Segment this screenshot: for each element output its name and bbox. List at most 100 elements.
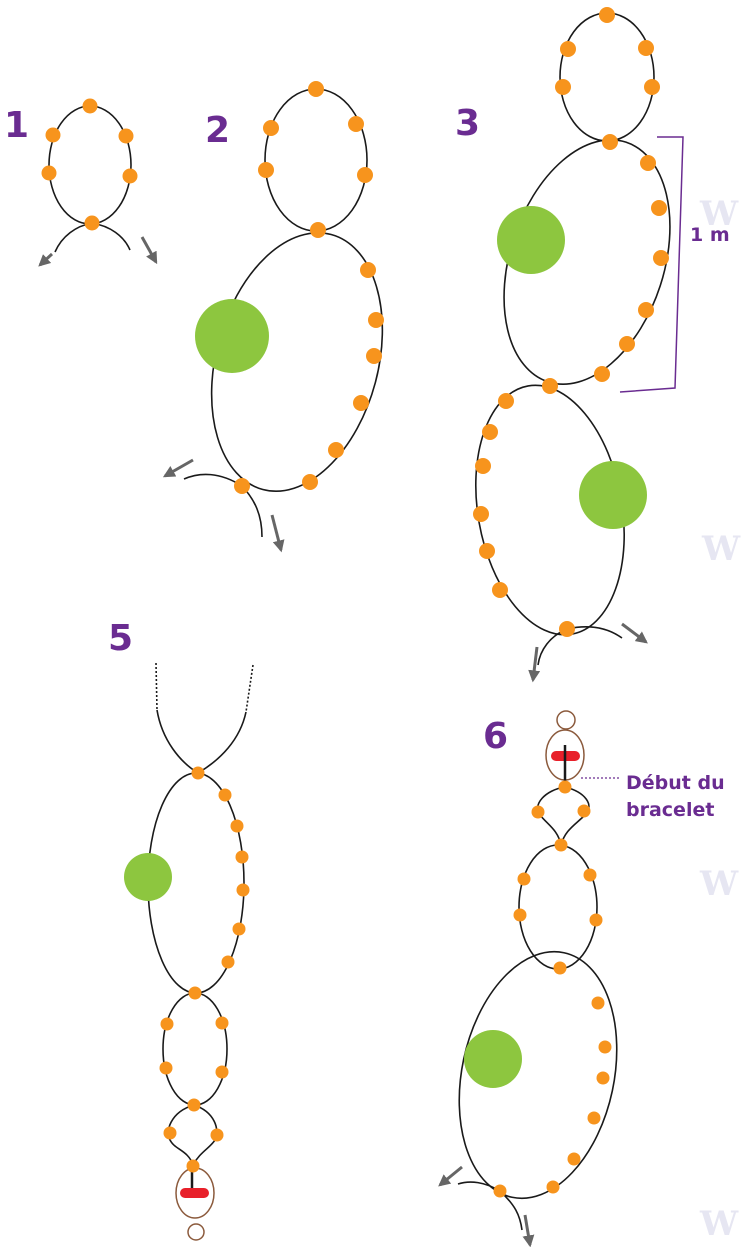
orange-bead-icon (589, 913, 603, 927)
beads (493, 780, 612, 1198)
watermark-3: W (699, 864, 739, 904)
orange-bead-icon (163, 1126, 177, 1140)
orange-bead-icon (235, 850, 249, 864)
orange-bead-icon (640, 155, 656, 171)
orange-bead-icon (236, 883, 250, 897)
orange-bead-icon (638, 40, 654, 56)
orange-bead-icon (215, 1065, 229, 1079)
orange-bead-icon (602, 134, 618, 150)
orange-bead-icon (482, 424, 498, 440)
orange-bead-icon (221, 955, 235, 969)
orange-bead-icon (368, 312, 384, 328)
orange-bead-icon (230, 819, 244, 833)
clasp-icon (175, 1167, 215, 1241)
orange-bead-icon (191, 766, 205, 780)
orange-bead-icon (263, 120, 279, 136)
arrows (528, 622, 648, 683)
orange-bead-icon (310, 222, 326, 238)
orange-bead-icon (475, 458, 491, 474)
step-2-number: 2 (205, 110, 230, 151)
orange-bead-icon (553, 961, 567, 975)
step-6-number: 6 (483, 716, 508, 757)
orange-bead-icon (560, 41, 576, 57)
green-bead-icon (464, 1030, 522, 1088)
orange-bead-icon (357, 167, 373, 183)
orange-bead-icon (653, 250, 669, 266)
orange-bead-icon (554, 838, 568, 852)
orange-bead-icon (473, 506, 489, 522)
start-label-line1: Début du (626, 772, 725, 794)
beads (234, 81, 384, 494)
orange-bead-icon (542, 378, 558, 394)
step-1-number: 1 (4, 105, 29, 146)
orange-bead-icon (160, 1017, 174, 1031)
step-5: 5 (108, 618, 254, 1241)
orange-bead-icon (188, 986, 202, 1000)
orange-bead-icon (619, 336, 635, 352)
orange-bead-icon (596, 1071, 610, 1085)
green-bead-icon (195, 299, 269, 373)
orange-bead-icon (122, 168, 138, 184)
orange-bead-icon (587, 1111, 601, 1125)
orange-bead-icon (232, 922, 246, 936)
orange-bead-icon (555, 79, 571, 95)
orange-bead-icon (583, 868, 597, 882)
orange-bead-icon (328, 442, 344, 458)
orange-bead-icon (45, 127, 61, 143)
step-3: 3 1 m (455, 7, 730, 683)
orange-bead-icon (644, 79, 660, 95)
orange-bead-icon (118, 128, 134, 144)
orange-bead-icon (577, 804, 591, 818)
beads (159, 766, 250, 1173)
orange-bead-icon (492, 582, 508, 598)
watermarks: W W W W (699, 194, 741, 1244)
arrows (438, 1165, 535, 1247)
watermark-1: W (699, 194, 739, 234)
step-3-number: 3 (455, 103, 480, 144)
orange-bead-icon (215, 1016, 229, 1030)
orange-bead-icon (479, 543, 495, 559)
orange-bead-icon (348, 116, 364, 132)
orange-bead-icon (218, 788, 232, 802)
orange-bead-icon (558, 780, 572, 794)
watermark-4: W (699, 1204, 739, 1244)
arrows (38, 236, 158, 267)
beads (473, 7, 669, 637)
orange-bead-icon (493, 1184, 507, 1198)
orange-bead-icon (186, 1159, 200, 1173)
orange-bead-icon (308, 81, 324, 97)
orange-bead-icon (594, 366, 610, 382)
orange-bead-icon (159, 1061, 173, 1075)
orange-bead-icon (638, 302, 654, 318)
green-bead-icon (579, 461, 647, 529)
watermark-2: W (701, 529, 741, 569)
orange-bead-icon (366, 348, 382, 364)
orange-bead-icon (567, 1152, 581, 1166)
orange-bead-icon (234, 478, 250, 494)
orange-bead-icon (82, 98, 98, 114)
orange-bead-icon (531, 805, 545, 819)
orange-bead-icon (187, 1098, 201, 1112)
orange-bead-icon (517, 872, 531, 886)
orange-bead-icon (598, 1040, 612, 1054)
orange-bead-icon (559, 621, 575, 637)
orange-bead-icon (41, 165, 57, 181)
step-5-number: 5 (108, 618, 133, 659)
orange-bead-icon (513, 908, 527, 922)
orange-bead-icon (84, 215, 100, 231)
length-label: 1 m (690, 224, 730, 246)
orange-bead-icon (360, 262, 376, 278)
green-bead-icon (124, 853, 172, 901)
orange-bead-icon (591, 996, 605, 1010)
orange-bead-icon (258, 162, 274, 178)
start-label-line2: bracelet (626, 799, 714, 821)
step-2: 2 (162, 81, 384, 553)
orange-bead-icon (210, 1128, 224, 1142)
arrows (162, 458, 285, 553)
orange-bead-icon (498, 393, 514, 409)
step-6: 6 Début du bracelet (438, 710, 725, 1247)
orange-bead-icon (599, 7, 615, 23)
step-1: 1 (4, 98, 158, 267)
orange-bead-icon (353, 395, 369, 411)
